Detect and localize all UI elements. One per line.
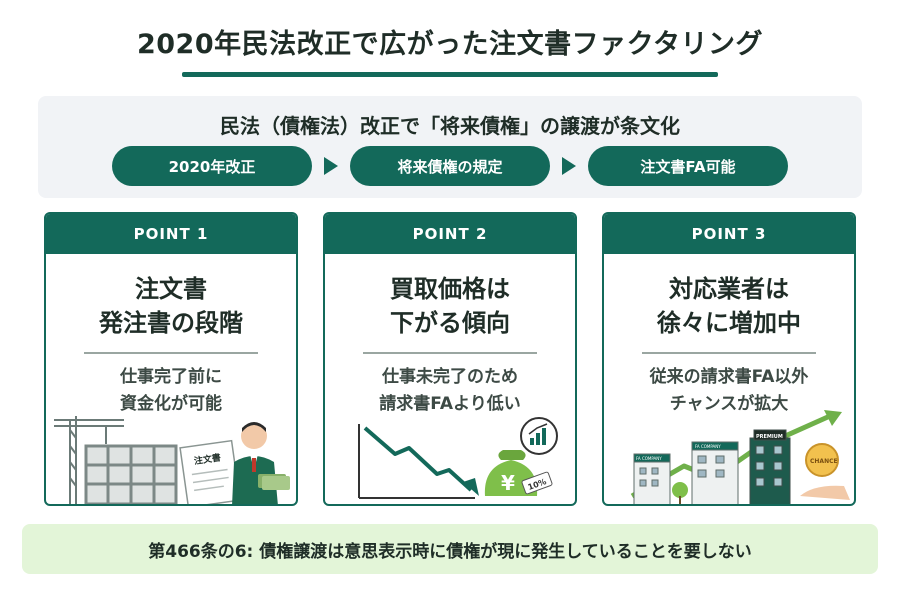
arrow-right-icon xyxy=(324,157,338,175)
step-po-factoring-possible: 注文書FA可能 xyxy=(588,146,788,186)
chance-coin-icon: CHANCE xyxy=(800,443,850,500)
point-label: POINT 1 xyxy=(46,214,296,254)
point-description: 仕事未完了のため 請求書FAより低い xyxy=(379,367,521,414)
svg-text:FA COMPANY: FA COMPANY xyxy=(636,456,662,461)
point-title: 注文書 発注書の段階 xyxy=(99,275,243,337)
declining-chart-icon xyxy=(358,424,479,499)
price-decline-illustration: ¥ 10% xyxy=(358,417,558,499)
step-2020-revision: 2020年改正 xyxy=(112,146,312,186)
page-title: 2020年民法改正で広がった注文書ファクタリング xyxy=(136,29,764,60)
band-heading: 民法（債権法）改正で「将来債権」の譲渡が条文化 xyxy=(220,114,680,138)
point-description: 従来の請求書FA以外 チャンスが拡大 xyxy=(649,367,809,414)
point-description: 仕事完了前に 資金化が可能 xyxy=(120,367,222,414)
svg-text:¥: ¥ xyxy=(501,471,515,495)
building-frame-icon xyxy=(84,444,178,504)
point-label: POINT 2 xyxy=(325,214,575,254)
divider xyxy=(642,352,816,354)
premium-tower-icon: PREMIUM xyxy=(749,429,791,504)
divider xyxy=(363,352,537,354)
purchase-order-document-icon: 注文書 xyxy=(179,439,241,504)
flow-steps: 2020年改正 将来債権の規定 注文書FA可能 xyxy=(112,146,788,186)
svg-text:PREMIUM: PREMIUM xyxy=(756,434,783,440)
crane-icon xyxy=(54,416,124,504)
office-building-icon: FA COMPANY xyxy=(633,453,671,504)
point-title: 対応業者は 徐々に増加中 xyxy=(657,275,801,337)
svg-text:CHANCE: CHANCE xyxy=(810,458,838,465)
construction-businessman-illustration: 注文書 xyxy=(54,416,290,504)
point-title: 買取価格は 下がる傾向 xyxy=(390,275,510,337)
title-underline xyxy=(182,72,718,77)
growing-companies-illustration: FA COMPANY FA COMPANY PREMIUM CHANCE xyxy=(630,410,850,504)
point-card-2: POINT 2 買取価格は 下がる傾向 仕事未完了のため 請求書FAより低い ¥… xyxy=(323,212,577,506)
growth-bubble-icon xyxy=(520,417,558,455)
svg-text:注文書: 注文書 xyxy=(193,451,221,467)
divider xyxy=(84,352,258,354)
step-future-receivables: 将来債権の規定 xyxy=(350,146,550,186)
svg-text:FA COMPANY: FA COMPANY xyxy=(695,444,721,449)
civil-code-article-note: 第466条の6: 債権譲渡は意思表示時に債権が現に発生していることを要しない xyxy=(22,524,878,574)
law-change-band: 民法（債権法）改正で「将来債権」の譲渡が条文化 2020年改正 将来債権の規定 … xyxy=(38,96,862,198)
tree-icon xyxy=(672,482,688,504)
businessman-icon xyxy=(232,422,290,504)
money-bag-icon: ¥ 10% xyxy=(484,450,553,496)
point-card-1: POINT 1 注文書 発注書の段階 仕事完了前に 資金化が可能 xyxy=(44,212,298,506)
point-label: POINT 3 xyxy=(604,214,854,254)
office-building-icon: FA COMPANY xyxy=(691,441,739,504)
arrow-right-icon xyxy=(562,157,576,175)
point-card-3: POINT 3 対応業者は 徐々に増加中 従来の請求書FA以外 チャンスが拡大 … xyxy=(602,212,856,506)
